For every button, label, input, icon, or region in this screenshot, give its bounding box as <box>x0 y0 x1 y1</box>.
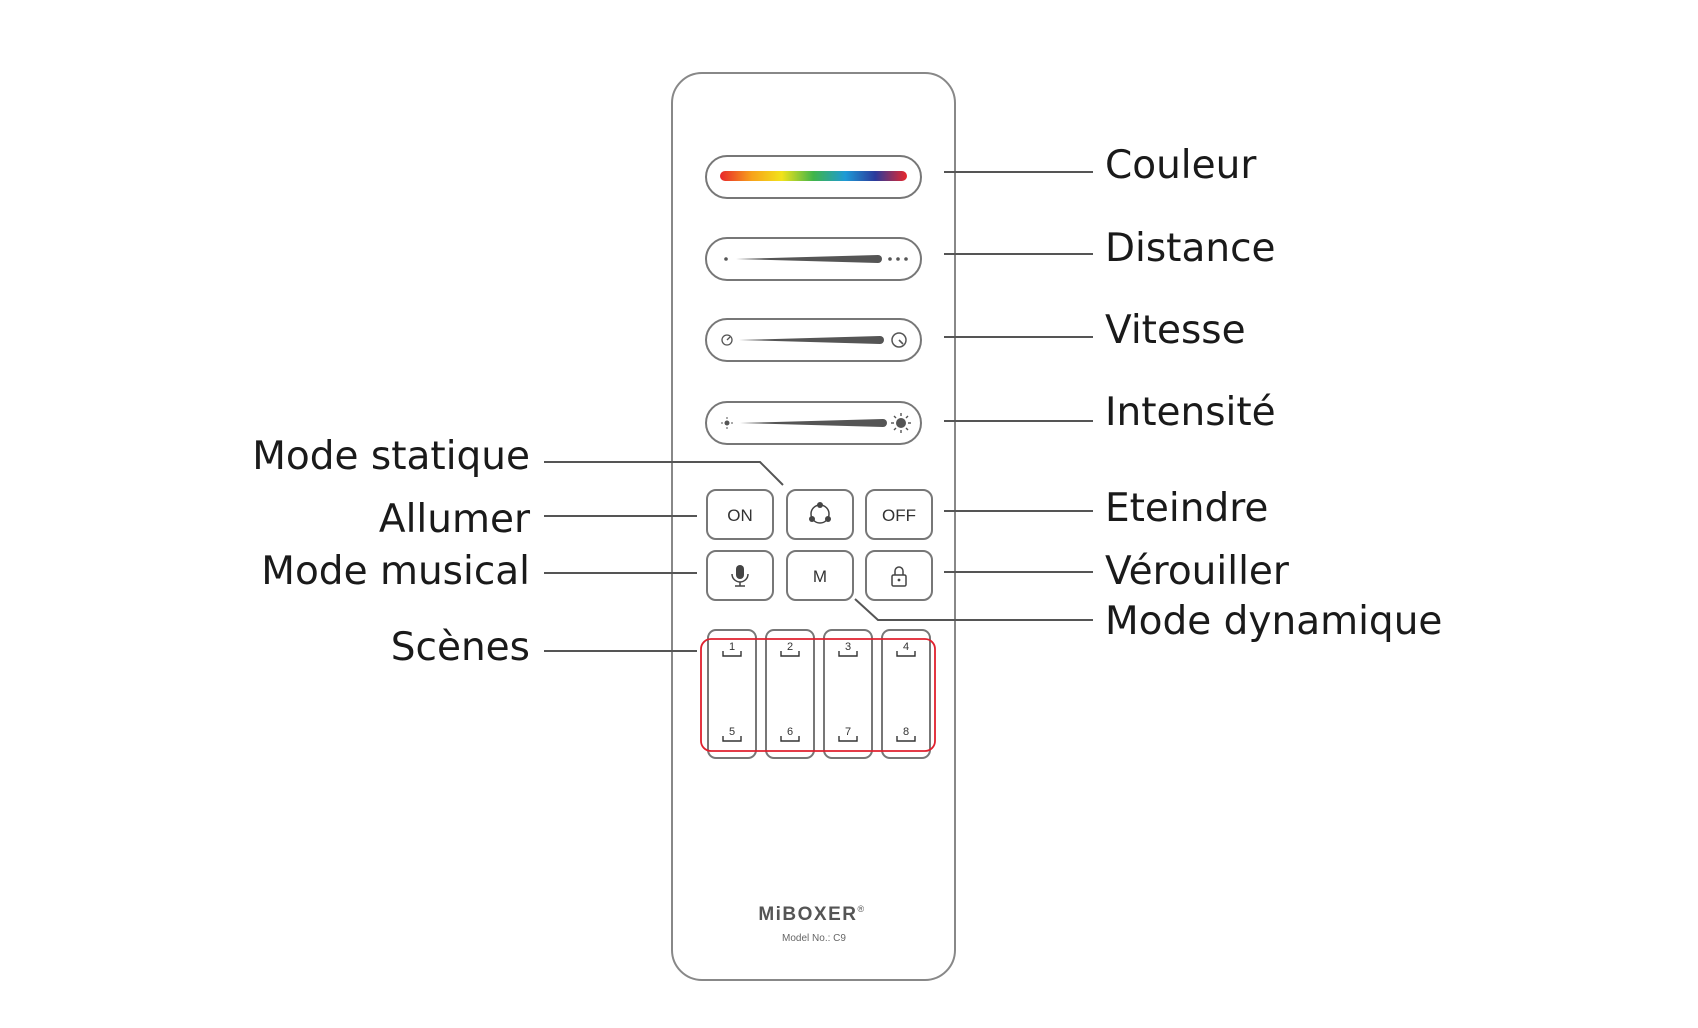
callout-couleur: Couleur <box>1105 143 1257 188</box>
microphone-icon <box>731 565 749 587</box>
scene-number-1: 1 <box>729 641 735 653</box>
color-slider[interactable] <box>705 155 922 199</box>
callout-intensite: Intensité <box>1105 390 1276 435</box>
leader-lines <box>544 171 1093 652</box>
scene-bracket-icon <box>838 736 858 742</box>
scene-bracket-icon <box>780 736 800 742</box>
scene-bracket-icon <box>838 651 858 657</box>
scene-number-4: 4 <box>903 641 909 653</box>
scene-bracket-icon <box>722 651 742 657</box>
slider-wedge <box>740 419 887 427</box>
scene-key-1-5[interactable]: 15 <box>707 629 757 759</box>
leader-mode-dynamique <box>854 598 1093 621</box>
lock-button[interactable] <box>865 550 933 601</box>
sun-large-icon <box>891 413 911 433</box>
dots-icon <box>888 257 908 261</box>
lock-icon <box>891 566 907 587</box>
speed-slider[interactable] <box>705 318 922 362</box>
scene-key-4-8[interactable]: 48 <box>881 629 931 759</box>
scene-number-3: 3 <box>845 641 851 653</box>
scene-key-2-6[interactable]: 26 <box>765 629 815 759</box>
model-number: Model No.: C9 <box>782 933 846 944</box>
sun-small-icon <box>721 417 733 429</box>
scene-number-2: 2 <box>787 641 793 653</box>
callout-verouiller: Vérouiller <box>1105 549 1289 594</box>
leader-mode-statique <box>544 461 784 486</box>
scene-number-5: 5 <box>729 726 735 738</box>
on-button[interactable]: ON <box>706 489 774 540</box>
distance-slider[interactable] <box>705 237 922 281</box>
dynamic-mode-button[interactable]: M <box>786 550 854 601</box>
callout-eteindre: Eteindre <box>1105 486 1269 531</box>
callout-mode-dynamique: Mode dynamique <box>1105 599 1443 644</box>
callout-mode-statique: Mode statique <box>252 434 530 479</box>
rainbow-strip <box>720 171 907 181</box>
scene-number-7: 7 <box>845 726 851 738</box>
static-mode-button[interactable] <box>786 489 854 540</box>
callout-scenes: Scènes <box>390 625 530 670</box>
dynamic-mode-button-label: M <box>813 567 827 586</box>
scene-key-3-7[interactable]: 37 <box>823 629 873 759</box>
slider-wedge <box>739 336 884 344</box>
scene-bracket-icon <box>780 651 800 657</box>
speed-slow-icon <box>721 334 733 346</box>
brightness-slider[interactable] <box>705 401 922 445</box>
callout-distance: Distance <box>1105 226 1276 271</box>
scenes-highlight <box>700 638 936 752</box>
scene-bracket-icon <box>896 651 916 657</box>
scene-bracket-icon <box>896 736 916 742</box>
static-mode-icon <box>809 502 831 524</box>
callout-mode-musical: Mode musical <box>261 549 530 594</box>
scene-number-8: 8 <box>903 726 909 738</box>
off-button-label: OFF <box>882 506 916 525</box>
music-mode-button[interactable] <box>706 550 774 601</box>
scene-number-6: 6 <box>787 726 793 738</box>
dot-small-icon <box>724 257 728 261</box>
brand-logo: MiBOXER® <box>758 904 865 925</box>
callout-allumer: Allumer <box>378 497 530 542</box>
off-button[interactable]: OFF <box>865 489 933 540</box>
scene-bracket-icon <box>722 736 742 742</box>
on-button-label: ON <box>727 506 753 525</box>
speed-fast-icon <box>891 332 907 348</box>
callout-vitesse: Vitesse <box>1105 308 1246 353</box>
slider-wedge <box>736 255 882 263</box>
